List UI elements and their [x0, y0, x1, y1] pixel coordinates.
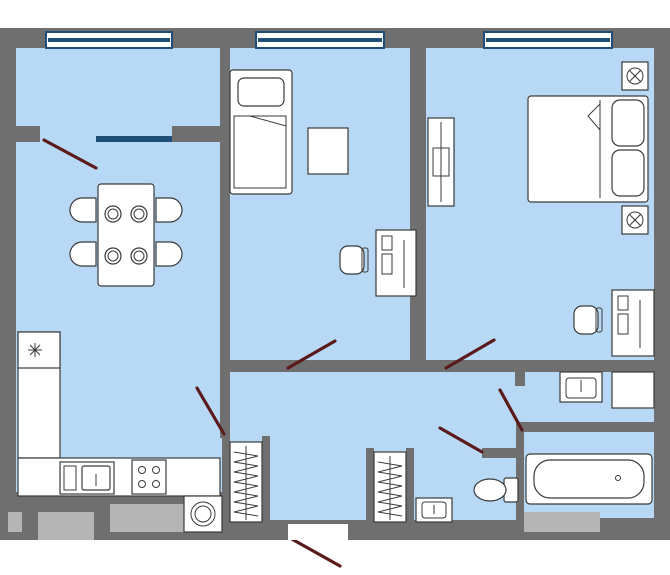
bath-ledge	[524, 512, 600, 532]
window-bedroom-2	[483, 31, 613, 49]
kitchen-glass-partition	[96, 136, 172, 142]
hall-wardrobe-1	[229, 441, 263, 523]
desk-bedroom-1	[375, 229, 417, 297]
door-toilet	[438, 426, 484, 454]
window-kitchen	[45, 31, 173, 49]
chair-bedroom-2	[573, 305, 603, 335]
washing-machine	[183, 495, 223, 533]
chair-bedroom-1	[339, 245, 369, 275]
wall-wardrobe2-right	[406, 448, 414, 526]
utility-box-mid-1	[38, 512, 94, 540]
bath-sink	[559, 371, 603, 403]
toilet	[473, 477, 519, 503]
nightstand	[307, 127, 349, 175]
door-entrance	[288, 536, 342, 568]
door-bedroom-2	[444, 338, 496, 370]
door-kitchen	[195, 386, 226, 436]
wall-mid-bottom	[345, 362, 445, 372]
utility-box-left	[8, 512, 22, 532]
wall-vertical-1	[220, 48, 230, 438]
wall-wardrobe2-left	[366, 448, 374, 526]
wall-bathroom-left	[515, 372, 525, 386]
fan-icon	[621, 61, 649, 91]
hall-wardrobe-2	[373, 451, 407, 523]
door-kitchen-balcony	[42, 138, 98, 170]
door-hall-right	[498, 388, 524, 432]
wall-bath-vertical	[516, 430, 524, 522]
fan-icon-2	[621, 205, 649, 235]
entrance-gap	[288, 524, 348, 540]
kitchen-counter	[17, 331, 221, 497]
kitchen-sink	[59, 461, 115, 495]
stove	[131, 459, 167, 495]
wall-kitchen-top-right	[172, 126, 222, 142]
wall-kitchen-top	[16, 126, 40, 142]
desk-bedroom-2	[611, 289, 655, 357]
wall-right	[654, 28, 670, 540]
washer-bath	[611, 371, 655, 409]
single-bed	[229, 69, 293, 195]
dining-set	[69, 183, 183, 287]
wall-wardrobe-right	[262, 436, 270, 526]
door-bedroom-1	[286, 339, 337, 370]
utility-box-mid-2	[110, 504, 186, 532]
wardrobe-bedroom-2	[427, 117, 455, 207]
wall-bedroom2-bottom	[500, 362, 654, 372]
wall-wardrobe-left	[222, 436, 230, 526]
snowflake-icon	[28, 343, 42, 357]
double-bed	[527, 95, 649, 203]
wall-bottom-right	[348, 520, 670, 540]
window-bedroom-1	[255, 31, 385, 49]
wall-bath-top	[516, 422, 654, 432]
wall-toilet-top	[482, 448, 522, 458]
toilet-sink	[415, 497, 453, 523]
wall-vertical-2	[410, 48, 426, 364]
bathtub	[525, 453, 653, 505]
wall-bedroom1-bottom	[222, 362, 288, 372]
